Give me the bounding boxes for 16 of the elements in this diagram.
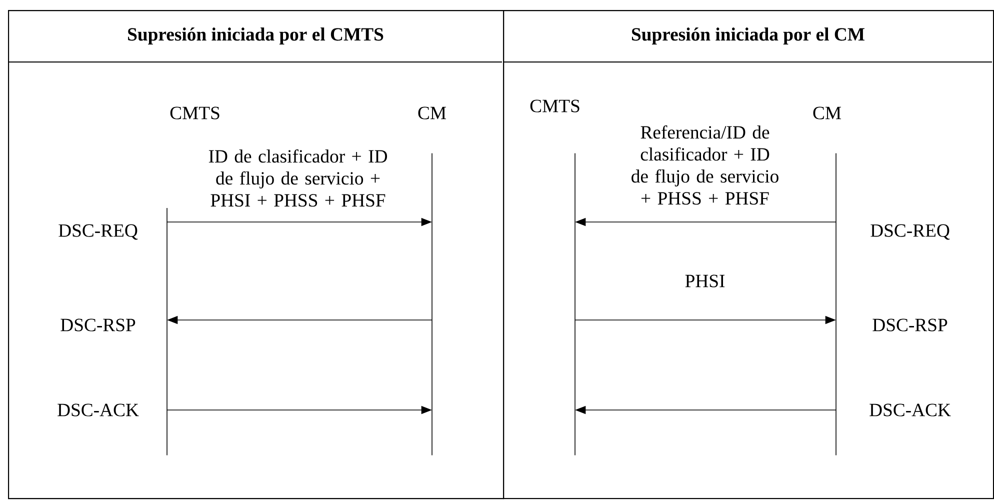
lifeline: CMTS bbox=[530, 100, 580, 456]
lifeline: CM bbox=[418, 106, 446, 456]
message-name: DSC-RSP bbox=[872, 318, 948, 332]
edge-label: PHSI bbox=[685, 274, 725, 288]
edge-label: ID de clasificador + ID de flujo de servicio + PHSI + PHSS + PHSF bbox=[208, 149, 388, 207]
lifeline: CM bbox=[813, 106, 841, 456]
node-label: CMTS bbox=[530, 100, 580, 112]
message-name: DSC-ACK bbox=[870, 404, 951, 416]
node-label: CM bbox=[813, 106, 841, 120]
edge-label: Referencia/ID de clasificador + ID de flujo de servicio + PHSS + PHSF bbox=[632, 125, 778, 205]
node-label: CMTS bbox=[170, 106, 220, 120]
message-name: DSC-RSP bbox=[60, 318, 136, 332]
message-name: DSC-REQ bbox=[58, 224, 138, 240]
message-name: DSC-REQ bbox=[870, 224, 950, 240]
node-label: CM bbox=[418, 106, 446, 120]
message-name: DSC-ACK bbox=[58, 404, 139, 416]
